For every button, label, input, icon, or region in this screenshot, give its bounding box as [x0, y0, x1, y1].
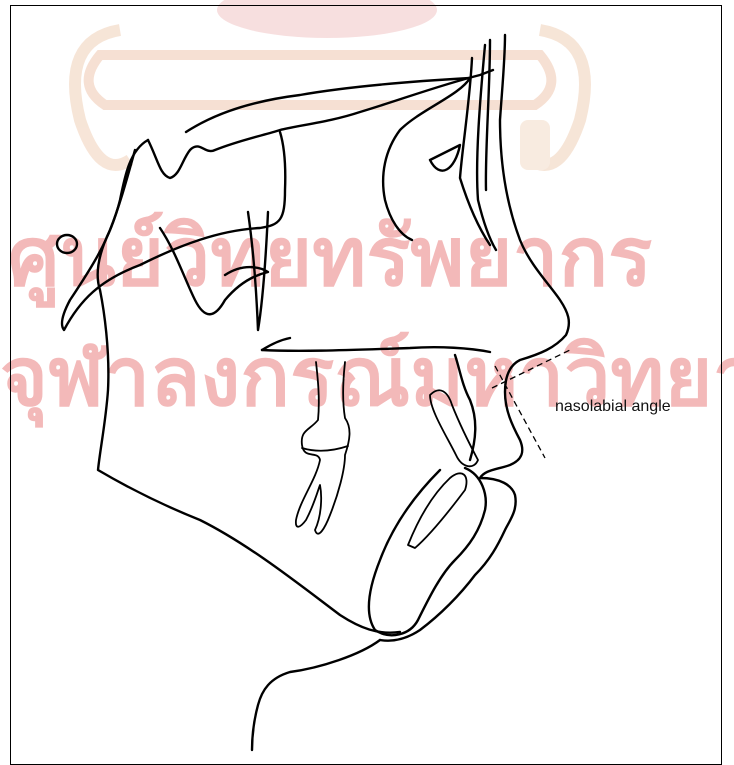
figure-frame: [10, 5, 722, 765]
nasolabial-angle-label: nasolabial angle: [555, 398, 671, 416]
